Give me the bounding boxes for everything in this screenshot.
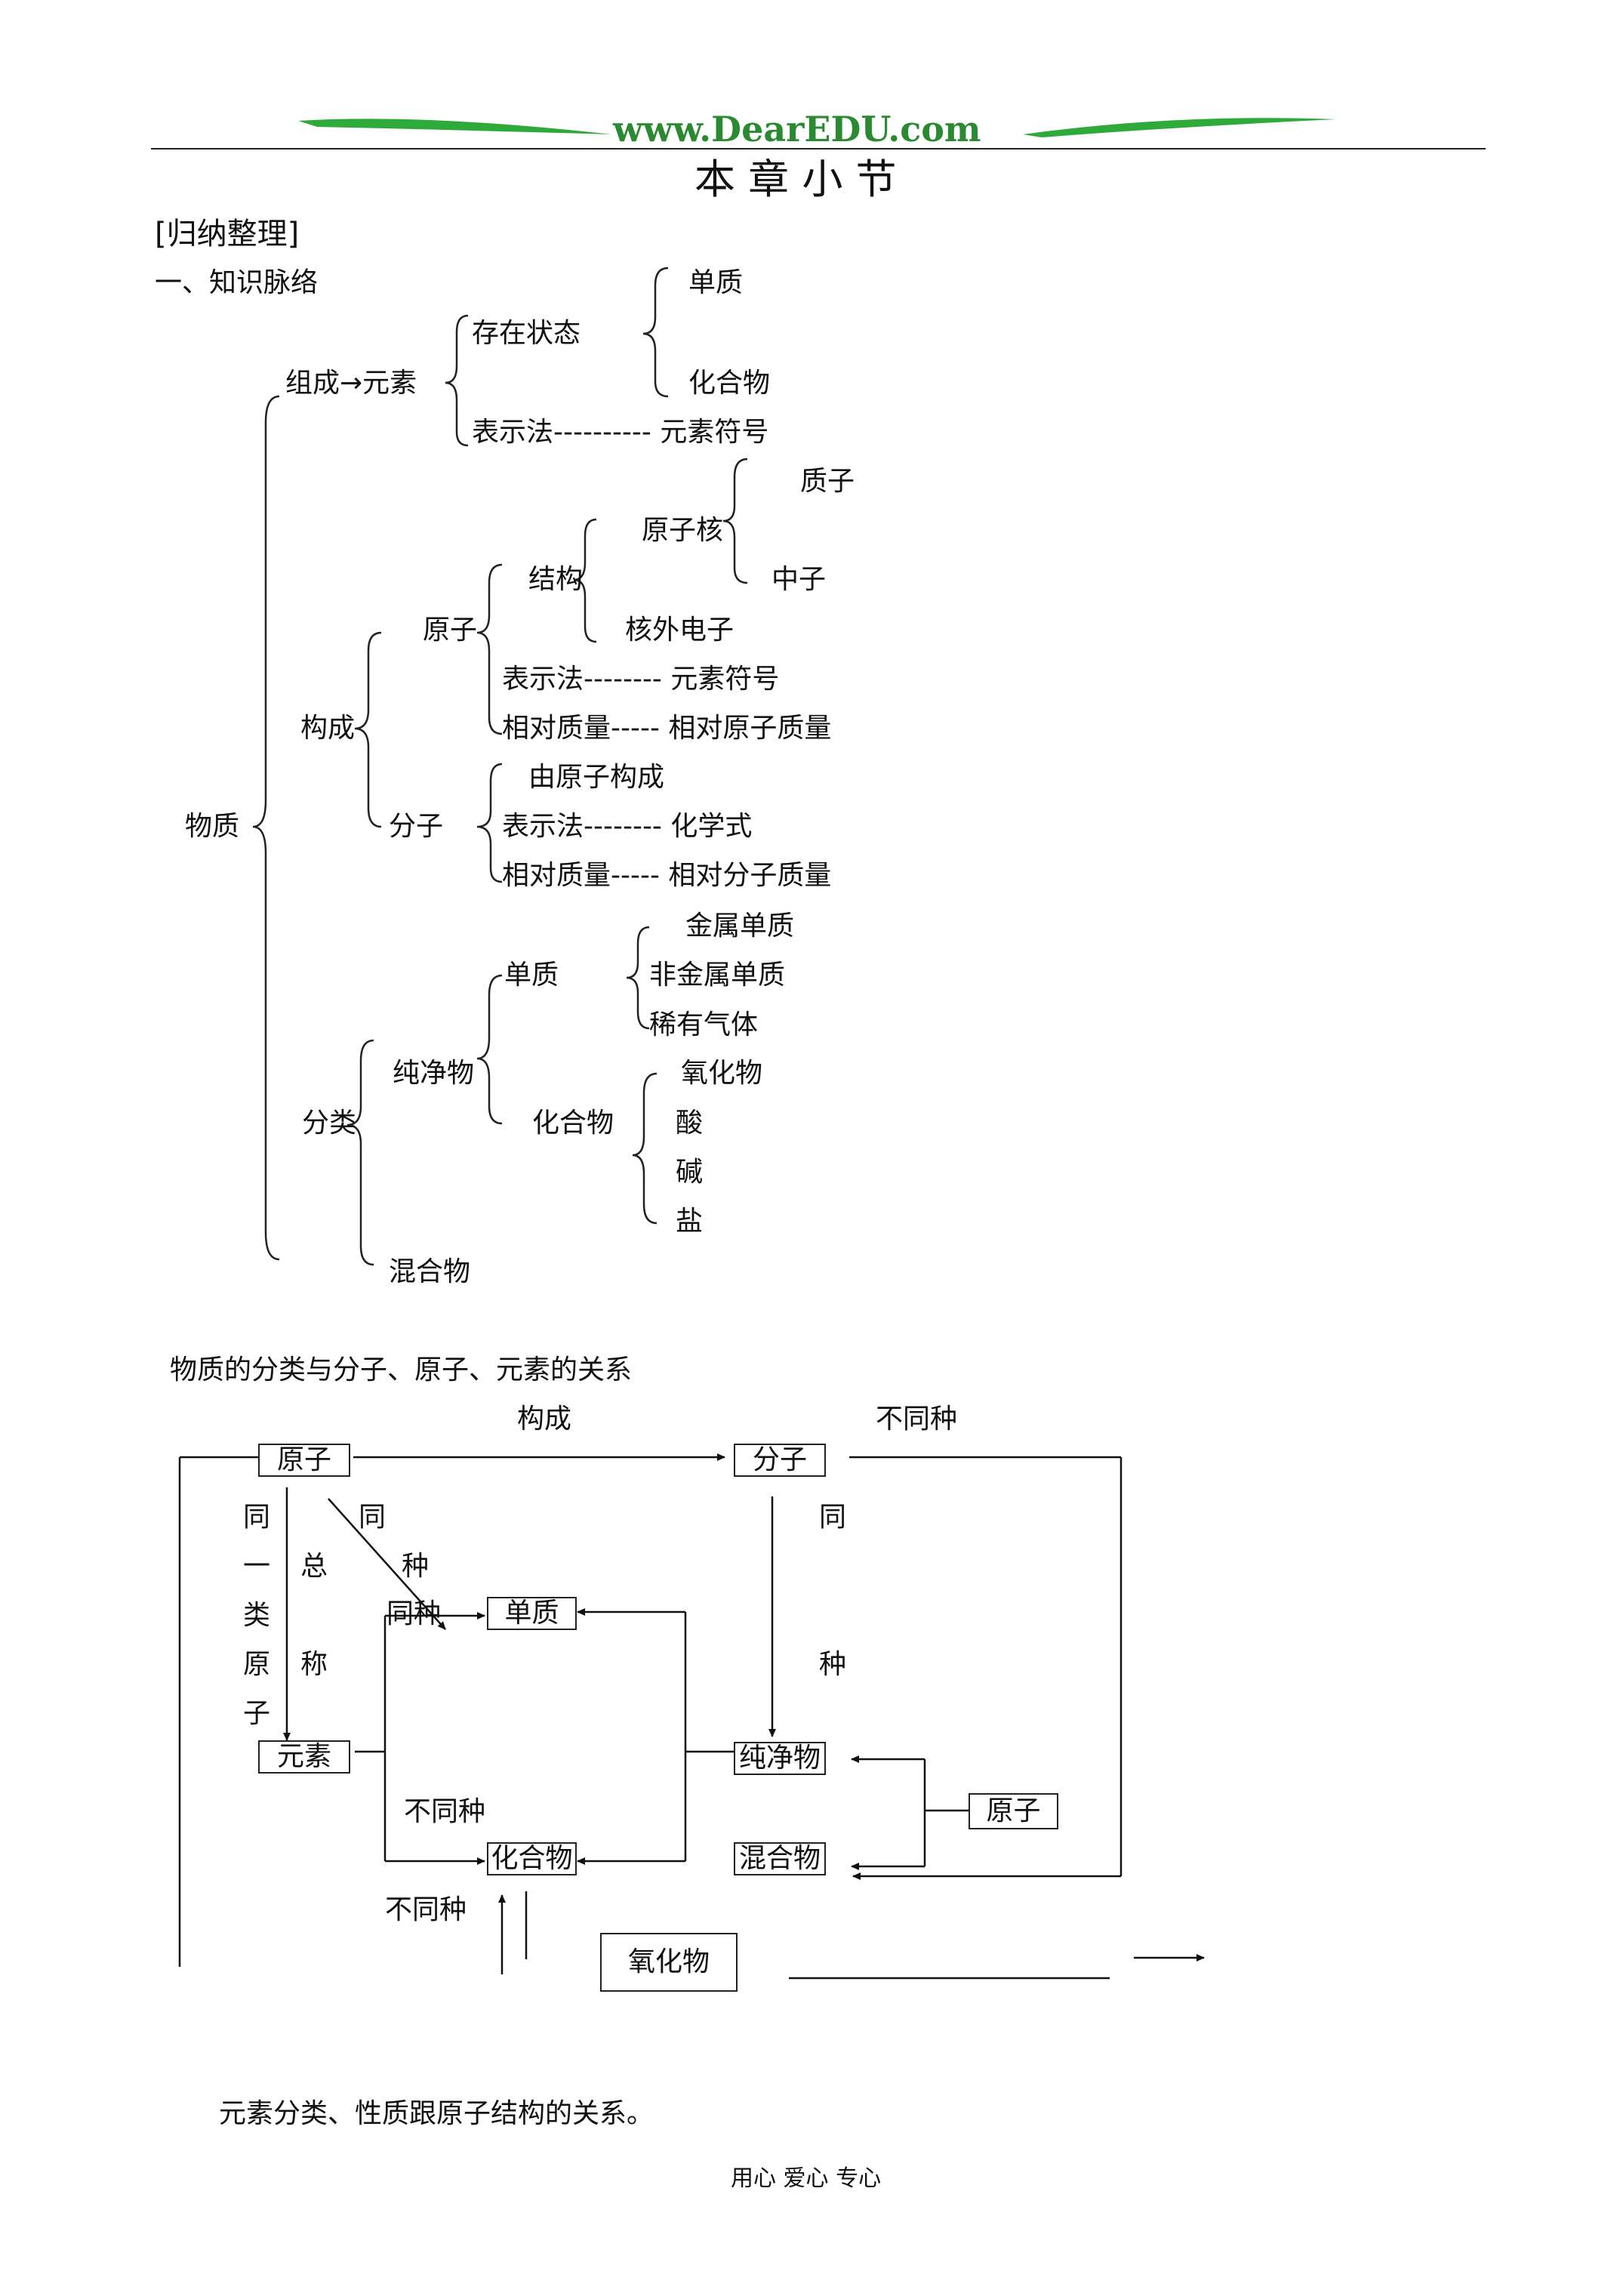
- header-logo[interactable]: www.DearEDU.com: [613, 109, 981, 149]
- tree-nonmetal: 非金属单质: [649, 960, 786, 991]
- relation-lines: [178, 1453, 1205, 1980]
- tree-nucleus: 原子核: [642, 515, 724, 546]
- tree-noble: 稀有气体: [649, 1009, 759, 1040]
- mol-vert-1: 同: [819, 1502, 847, 1533]
- brace-structure: [354, 631, 382, 828]
- diag-label-2: 种: [402, 1551, 430, 1582]
- tree-notation: 表示法---------- 元素符号: [472, 417, 769, 448]
- vert-col2-1: 称: [300, 1649, 328, 1680]
- vert-col2-0: 总: [300, 1551, 328, 1582]
- mol-vert-2: 种: [819, 1649, 847, 1680]
- tree-atom-notation: 表示法-------- 元素符号: [502, 664, 780, 695]
- page-title: 本 章 小 节: [694, 156, 897, 203]
- tree-electrons: 核外电子: [625, 615, 735, 646]
- header-swoosh-right: [1023, 118, 1336, 137]
- node-molecule: 分子: [734, 1444, 826, 1477]
- vert-col1-3: 原: [243, 1649, 271, 1680]
- tree-acid: 酸: [676, 1108, 704, 1139]
- tree-struct: 结构: [528, 564, 584, 595]
- brace-matter: [252, 395, 280, 1261]
- diag-label-1: 同: [359, 1502, 387, 1533]
- brace-pure: [476, 974, 503, 1125]
- node-atom: 原子: [258, 1444, 350, 1477]
- tree-simple: 单质: [688, 267, 744, 298]
- tree-root: 物质: [185, 811, 240, 842]
- node-simple: 单质: [487, 1597, 577, 1630]
- brace-class: [346, 1039, 374, 1266]
- label-different-kind-mid: 不同种: [404, 1796, 486, 1827]
- label-different-kind-low: 不同种: [385, 1894, 467, 1925]
- vert-col1-0: 同: [243, 1502, 271, 1533]
- node-mixture: 混合物: [734, 1842, 826, 1875]
- tree-class-simple: 单质: [504, 960, 559, 991]
- tree-braces: [252, 267, 748, 1266]
- brace-struct: [573, 518, 597, 643]
- tree-pure: 纯净物: [393, 1058, 475, 1089]
- caption-element-classification: 元素分类、性质跟原子结构的关系。: [219, 2098, 654, 2129]
- tree-exist-state: 存在状态: [472, 318, 581, 349]
- tree-neutron: 中子: [771, 564, 827, 595]
- label-compose: 构成: [517, 1404, 572, 1435]
- tree-classification: 分类: [302, 1108, 357, 1139]
- brace-compound-sub: [632, 1072, 658, 1225]
- tree-mixture: 混合物: [389, 1256, 471, 1287]
- vert-col1-4: 子: [243, 1698, 271, 1729]
- tree-compound: 化合物: [688, 368, 771, 399]
- vert-col1-1: 一: [243, 1551, 271, 1582]
- arrow-atom-diagonal: [328, 1498, 446, 1630]
- section-label: [归纳整理]: [155, 217, 300, 251]
- tree-class-compound: 化合物: [532, 1108, 614, 1139]
- label-different-kind-top: 不同种: [876, 1404, 958, 1435]
- relation-caption: 物质的分类与分子、原子、元素的关系: [170, 1354, 633, 1385]
- tree-mol-notation: 表示法-------- 化学式: [502, 811, 753, 842]
- tree-oxide: 氧化物: [681, 1058, 763, 1089]
- tree-salt: 盐: [676, 1206, 704, 1237]
- label-same-kind: 同种: [387, 1598, 442, 1629]
- brace-composition: [445, 314, 469, 447]
- page-footer: 用心 爱心 专心: [731, 2165, 882, 2192]
- vert-col1-2: 类: [243, 1600, 271, 1631]
- node-oxide: 氧化物: [600, 1933, 738, 1992]
- node-pure: 纯净物: [734, 1742, 826, 1775]
- header-swoosh-left: [298, 119, 611, 134]
- brace-molecule: [476, 763, 503, 883]
- tree-proton: 质子: [800, 466, 855, 497]
- subsection-heading: 一、知识脉络: [155, 267, 319, 298]
- brace-nucleus: [722, 458, 748, 584]
- tree-mol-mass: 相对质量----- 相对分子质量: [502, 860, 832, 891]
- tree-molecule: 分子: [389, 811, 444, 842]
- tree-base: 碱: [676, 1157, 704, 1188]
- tree-atom: 原子: [423, 615, 478, 646]
- tree-composition: 组成→元素: [285, 368, 417, 399]
- tree-structure: 构成: [300, 713, 356, 744]
- node-element: 元素: [258, 1740, 350, 1774]
- tree-metal: 金属单质: [685, 911, 795, 942]
- tree-mol-from: 由原子构成: [528, 762, 665, 793]
- brace-simple-sub: [626, 926, 650, 1030]
- node-atom-right: 原子: [969, 1793, 1058, 1829]
- tree-atom-mass: 相对质量----- 相对原子质量: [502, 713, 832, 744]
- node-compound: 化合物: [487, 1842, 577, 1875]
- brace-exist: [642, 267, 669, 398]
- brace-atom: [476, 563, 503, 735]
